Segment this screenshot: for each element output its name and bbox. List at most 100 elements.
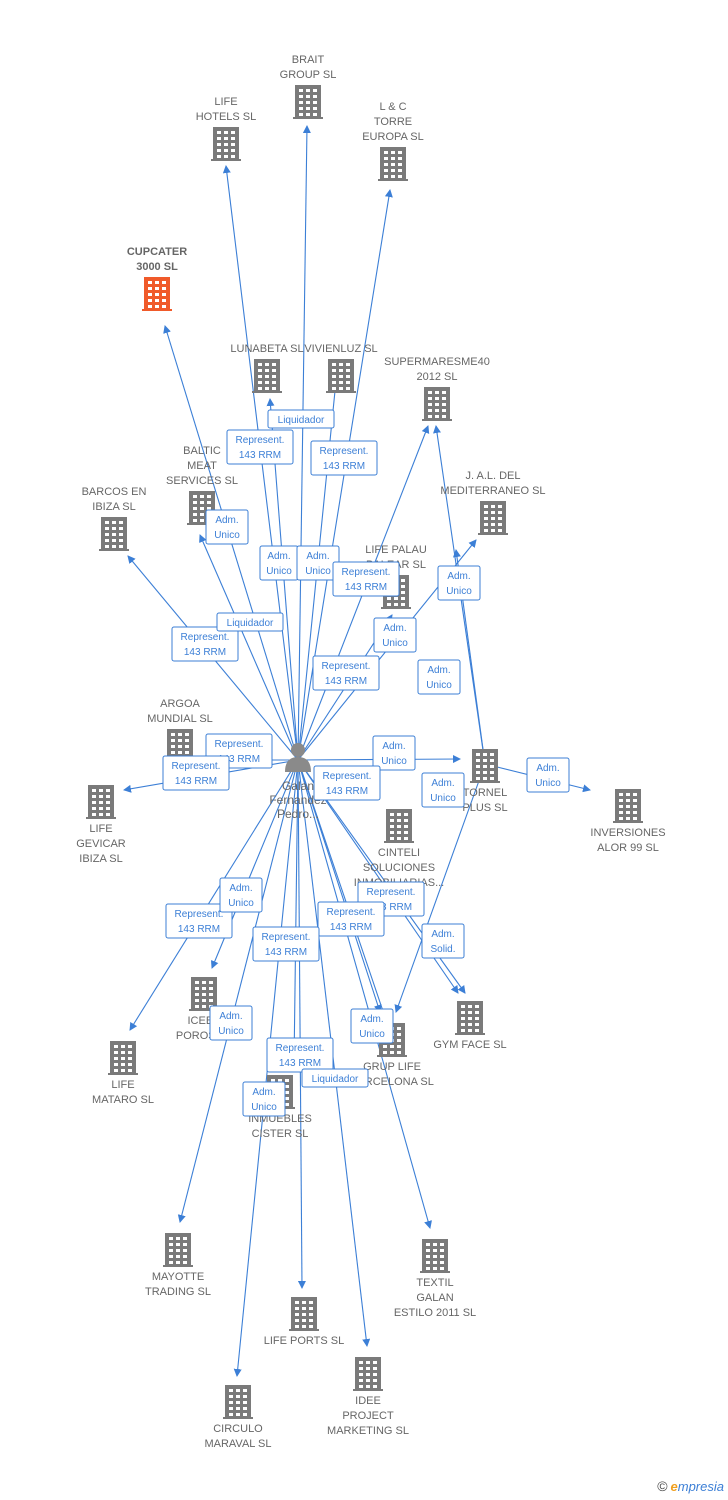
relation-badge-cupcater[interactable]: Adm.Unico — [205, 509, 249, 545]
relation-badge-supermar[interactable]: Represent.143 RRM — [312, 655, 380, 691]
relation-badge-baltic[interactable]: Liquidador — [216, 612, 284, 632]
relation-badge-jal[interactable]: Adm.Unico — [437, 565, 481, 601]
building-icon — [470, 749, 500, 783]
company-node-cinteli[interactable]: CINTELISOLUCIONESINMOBILIARIAS... — [354, 809, 444, 889]
company-node-supermar[interactable]: SUPERMARESME40 2012 SL — [384, 356, 490, 421]
relation-badge-textil[interactable]: Adm.Unico — [350, 1008, 394, 1044]
relation-label-text: Represent. — [175, 909, 224, 920]
relation-badge-lctorre[interactable]: Represent.143 RRM — [310, 440, 378, 476]
company-name-line: GYM FACE SL — [433, 1039, 506, 1051]
relation-badge-supermar[interactable]: Adm.Unico — [417, 659, 461, 695]
company-node-gymface[interactable]: GYM FACE SL — [433, 1001, 507, 1051]
relation-label-text: Adm. — [536, 763, 559, 774]
company-name-line: SUPERMARESME40 — [384, 356, 490, 368]
relation-badge-lifemataro[interactable]: Represent.143 RRM — [165, 903, 233, 939]
relation-badge-gevicar[interactable]: Represent.143 RRM — [162, 755, 230, 791]
relation-badge-box — [421, 923, 465, 959]
empresia-logo[interactable]: ©empresia — [657, 1478, 724, 1494]
relation-label-text: Unico — [535, 778, 561, 789]
building-icon — [142, 277, 172, 311]
building-icon — [293, 85, 323, 119]
relation-label-text: Represent. — [181, 632, 230, 643]
relation-badge-idee[interactable]: Liquidador — [301, 1068, 369, 1088]
relation-label-text: 143 RRM — [184, 647, 226, 658]
relation-label-text: Represent. — [323, 771, 372, 782]
relation-badge-lifeports[interactable]: Represent.143 RRM — [252, 926, 320, 962]
company-name-line: MARKETING SL — [327, 1425, 409, 1437]
relation-badge-box — [350, 1008, 394, 1044]
relation-badge-icebe[interactable]: Adm.Unico — [219, 877, 263, 913]
building-icon — [108, 1041, 138, 1075]
relation-badge-gymface[interactable]: Adm.Solid. — [421, 923, 465, 959]
relation-badge-tornel[interactable]: Adm.Unico — [372, 735, 416, 771]
company-name-line: MAYOTTE — [152, 1271, 204, 1283]
company-node-vivienluz[interactable]: VIVIENLUZ SL — [304, 343, 378, 393]
building-icon — [420, 1239, 450, 1273]
company-name-line: 2012 SL — [417, 371, 458, 383]
building-icon — [189, 977, 219, 1011]
relation-badge-lunabeta[interactable]: Adm.Unico — [259, 545, 299, 581]
relation-label-text: Unico — [446, 586, 472, 597]
relation-label-text: Adm. — [219, 1011, 242, 1022]
relation-label-text: 143 RRM — [326, 786, 368, 797]
relation-badge-gruplife[interactable]: Represent.143 RRM — [317, 901, 385, 937]
person-node-center[interactable]: GalanFernandezPedro... — [269, 743, 327, 821]
company-name-line: GEVICAR — [76, 838, 126, 850]
relation-badge-barcos[interactable]: Represent. 143 RRM — [171, 626, 239, 662]
relation-badge-box — [162, 755, 230, 791]
relation-badge-brait[interactable]: Liquidador — [267, 409, 335, 429]
relation-badge-box — [242, 1081, 286, 1117]
company-name-line: 3000 SL — [136, 261, 178, 273]
company-name-line: ARGOA — [160, 698, 200, 710]
relation-label-text: 143 RRM — [370, 902, 412, 913]
relation-badge-box — [171, 626, 239, 662]
relation-badge-box — [310, 440, 378, 476]
relation-badge-vivienluz[interactable]: Adm.Unico — [296, 545, 340, 581]
relation-badge-mayotte[interactable]: Adm.Unico — [209, 1005, 253, 1041]
company-name-line: BARCELONA SL — [350, 1076, 434, 1088]
relation-badge-inversiones[interactable]: Adm. Unico — [526, 757, 570, 793]
relation-label-text: Unico — [426, 680, 452, 691]
relation-badge-jal[interactable]: Adm.Unico — [373, 617, 417, 653]
relation-badge-box — [226, 429, 294, 465]
company-name-line: LUNABETA SL — [230, 343, 303, 355]
relation-badge-box — [301, 1068, 369, 1088]
company-name-line: MEAT — [187, 460, 217, 472]
relation-label-text: Represent. — [327, 907, 376, 918]
relation-badge-lifehotels[interactable]: Represent.143 RRM — [226, 429, 294, 465]
brand-e: e — [670, 1479, 678, 1494]
relation-badge-box — [373, 617, 417, 653]
relation-label-text: Adm. — [382, 741, 405, 752]
relation-badge-inmuebles[interactable]: Represent.143 RRM — [266, 1037, 334, 1073]
relation-label-text: Unico — [251, 1102, 277, 1113]
relation-badge-gruplife[interactable]: Adm.Unico — [421, 772, 465, 808]
relation-badge-box — [205, 509, 249, 545]
company-name-line: MARAVAL SL — [204, 1438, 271, 1450]
relation-label-text: Adm. — [252, 1087, 275, 1098]
company-node-lifeports[interactable]: LIFE PORTS SL — [264, 1297, 345, 1347]
relation-label-text: Adm. — [267, 551, 290, 562]
relation-badge-circulo[interactable]: Adm. Unico — [242, 1081, 286, 1117]
relation-badge-lifepalau[interactable]: Represent.143 RRM — [332, 561, 400, 597]
relation-label-text: Liquidador — [227, 618, 274, 629]
company-node-lunabeta[interactable]: LUNABETA SL — [230, 343, 304, 393]
relation-badge-cinteli[interactable]: Represent. 143 RRM — [313, 765, 381, 801]
company-name-line: LIFE — [89, 823, 112, 835]
